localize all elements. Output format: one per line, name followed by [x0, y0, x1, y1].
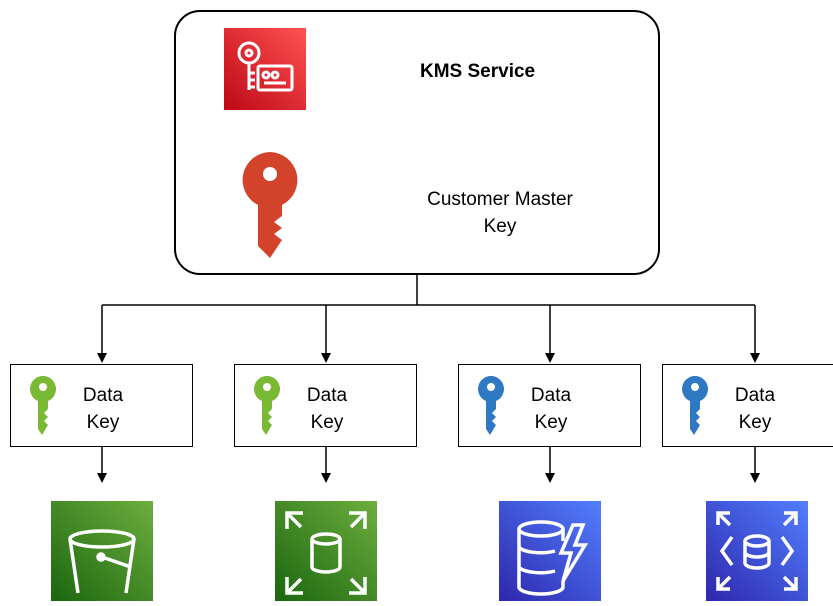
- key-icon: [477, 375, 505, 442]
- data-key-label: Data Key: [530, 385, 572, 433]
- customer-master-key-label: Customer Master Key: [427, 189, 573, 237]
- kms-key-card-icon: [224, 28, 306, 110]
- key-icon: [253, 375, 281, 442]
- s3-bucket-icon: [51, 501, 153, 601]
- data-key-label: Data Key: [734, 385, 776, 433]
- data-key-box-2: Data Key: [234, 364, 417, 447]
- key-icon: [29, 375, 57, 442]
- dynamodb-icon: [499, 501, 601, 601]
- key-icon: [681, 375, 709, 442]
- data-key-label: Data Key: [82, 385, 124, 433]
- kms-service-title: KMS Service: [420, 61, 536, 82]
- data-key-box-3: Data Key: [458, 364, 641, 447]
- data-key-box-1: Data Key: [10, 364, 193, 447]
- rds-database-icon: [706, 501, 808, 601]
- storage-volume-icon: [275, 501, 377, 601]
- data-key-box-4: Data Key: [662, 364, 833, 447]
- data-key-label: Data Key: [306, 385, 348, 433]
- master-key-icon: [240, 150, 300, 265]
